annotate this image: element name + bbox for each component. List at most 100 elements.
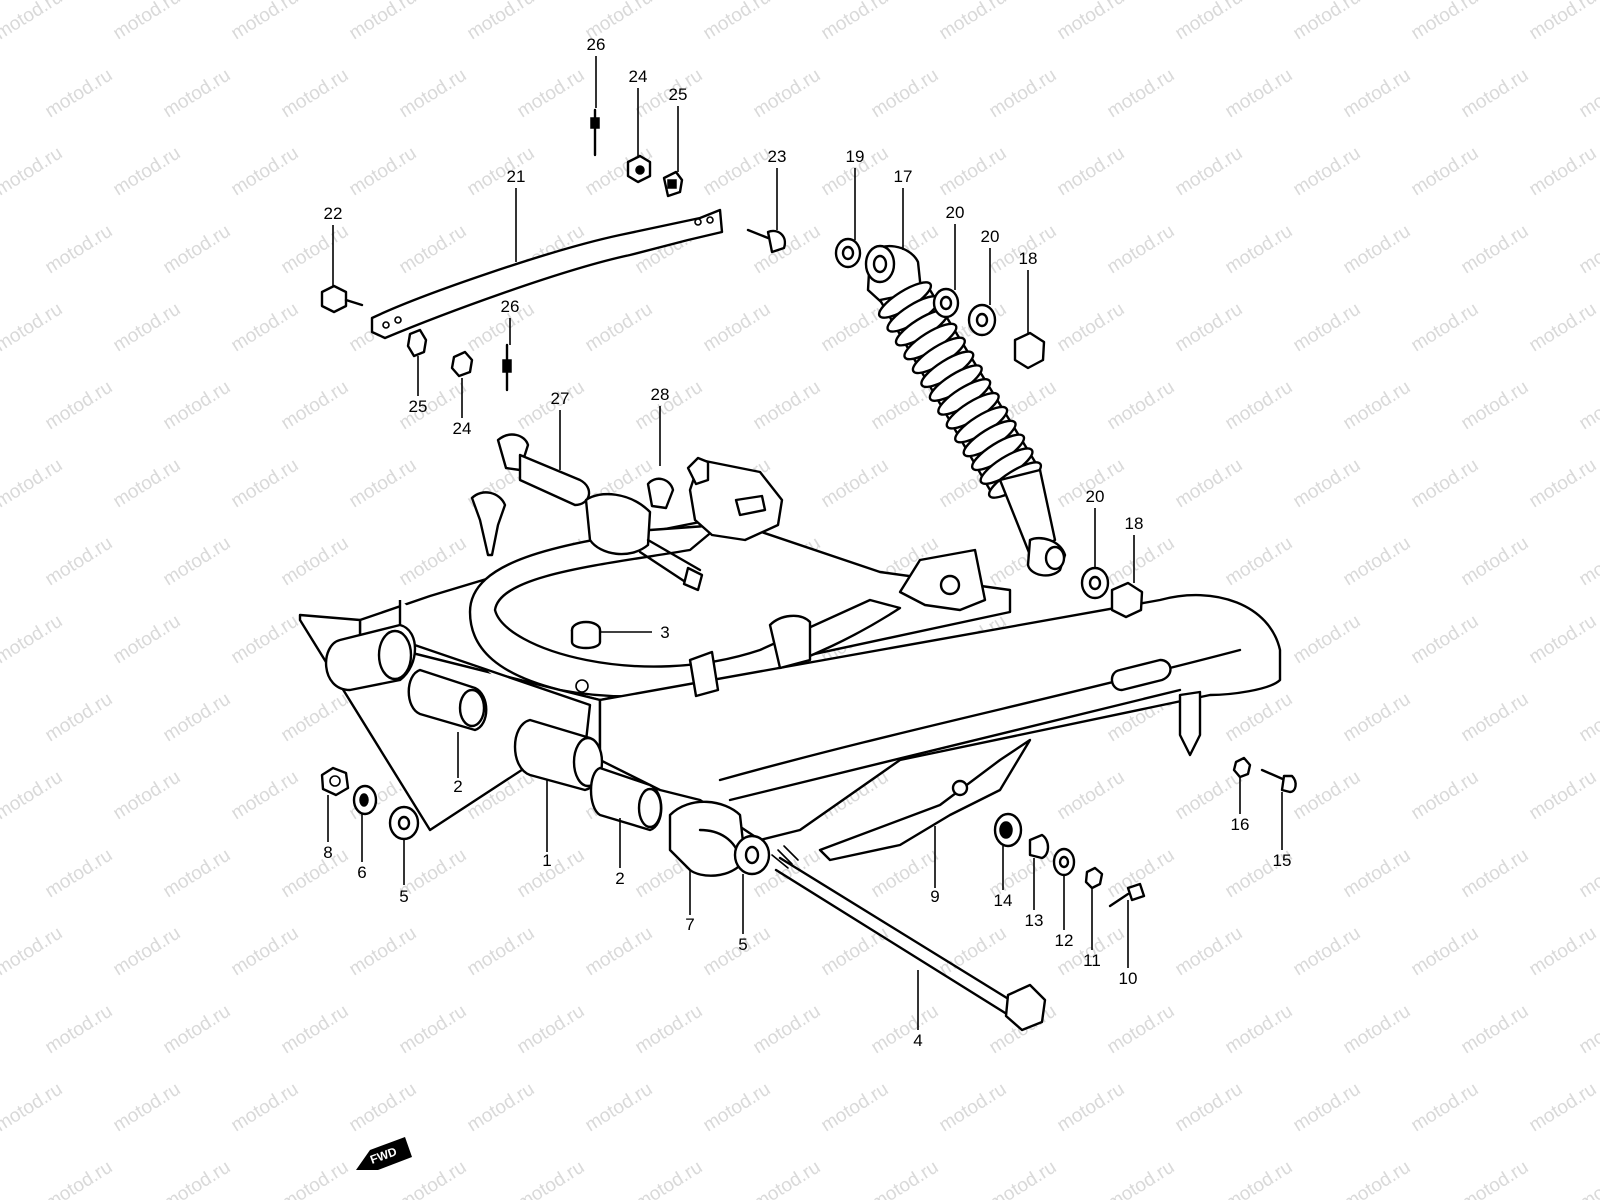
watermark-text: motod.ru: [42, 845, 117, 903]
watermark-text: motod.ru: [1222, 689, 1297, 747]
callout-26-top: 26: [587, 35, 606, 54]
watermark-text: motod.ru: [1408, 0, 1483, 44]
watermark-text: motod.ru: [1172, 1079, 1247, 1137]
watermark-text: motod.ru: [1408, 143, 1483, 201]
watermark-text: motod.ru: [1408, 1079, 1483, 1137]
watermark-text: motod.ru: [278, 1001, 353, 1059]
watermark-text: motod.ru: [986, 1157, 1061, 1200]
watermark-text: motod.ru: [42, 65, 117, 123]
watermark-text: motod.ru: [1290, 0, 1365, 44]
watermark-text: motod.ru: [1172, 299, 1247, 357]
watermark-text: motod.ru: [632, 1157, 707, 1200]
watermark-text: motod.ru: [818, 455, 893, 513]
watermark-text: motod.ru: [160, 689, 235, 747]
watermark-text: motod.ru: [818, 1079, 893, 1137]
exploded-drawing: FWD: [298, 108, 1297, 1170]
watermark-text: motod.ru: [1172, 0, 1247, 44]
callout-1: 1: [542, 851, 551, 870]
watermark-text: motod.ru: [1458, 377, 1533, 435]
callout-25-top: 25: [669, 85, 688, 104]
watermark-text: motod.ru: [1526, 1079, 1600, 1137]
callout-11: 11: [1083, 951, 1101, 970]
watermark-text: motod.ru: [110, 299, 185, 357]
watermark-text: motod.ru: [1290, 1079, 1365, 1137]
callout-15: 15: [1273, 851, 1292, 870]
callout-24-lower: 24: [453, 419, 472, 438]
callout-16: 16: [1231, 815, 1250, 834]
bracket-hardware: [1232, 756, 1297, 794]
watermark-text: motod.ru: [700, 923, 775, 981]
watermark-text: motod.ru: [0, 1079, 66, 1137]
watermark-text: motod.ru: [700, 299, 775, 357]
watermark-text: motod.ru: [1172, 143, 1247, 201]
watermark-text: motod.ru: [1222, 1157, 1297, 1200]
callout-19: 19: [846, 147, 865, 166]
watermark-text: motod.ru: [1576, 221, 1600, 279]
watermark-text: motod.ru: [1576, 377, 1600, 435]
watermark-text: motod.ru: [1290, 923, 1365, 981]
watermark-text: motod.ru: [1458, 1001, 1533, 1059]
watermark-text: motod.ru: [346, 143, 421, 201]
watermark-text: motod.ru: [818, 0, 893, 44]
top-fasteners: [406, 108, 684, 392]
watermark-text: motod.ru: [228, 611, 303, 669]
watermark-text: motod.ru: [1340, 1001, 1415, 1059]
watermark-text: motod.ru: [1526, 143, 1600, 201]
callout-2-left: 2: [453, 777, 462, 796]
callout-24-top: 24: [629, 67, 648, 86]
callout-10: 10: [1119, 969, 1138, 988]
watermark-text: motod.ru: [1340, 533, 1415, 591]
watermark-text: motod.ru: [818, 923, 893, 981]
watermark-text: motod.ru: [396, 221, 471, 279]
shock-hardware: [834, 237, 1144, 619]
watermark-text: motod.ru: [42, 221, 117, 279]
watermark-text: motod.ru: [1222, 1001, 1297, 1059]
watermark-text: motod.ru: [514, 65, 589, 123]
watermark-text: motod.ru: [110, 923, 185, 981]
watermark-text: motod.ru: [42, 689, 117, 747]
watermark-text: motod.ru: [346, 1079, 421, 1137]
rear-shock-absorber: [864, 244, 1067, 577]
callout-25-lower: 25: [409, 397, 428, 416]
callout-20-upper: 20: [946, 203, 965, 222]
watermark-text: motod.ru: [700, 1079, 775, 1137]
watermark-text: motod.ru: [936, 143, 1011, 201]
bolt-22: [320, 284, 364, 314]
watermark-text: motod.ru: [464, 143, 539, 201]
watermark-text: motod.ru: [278, 377, 353, 435]
watermark-text: motod.ru: [396, 1001, 471, 1059]
watermark-text: motod.ru: [1340, 689, 1415, 747]
watermark-text: motod.ru: [110, 611, 185, 669]
callout-2-right: 2: [615, 869, 624, 888]
watermark-text: motod.ru: [750, 65, 825, 123]
watermark-text: motod.ru: [1340, 1157, 1415, 1200]
watermark-text: motod.ru: [986, 65, 1061, 123]
grommet: [570, 620, 602, 650]
watermark-text: motod.ru: [1290, 455, 1365, 513]
watermark-text: motod.ru: [1458, 65, 1533, 123]
watermark-text: motod.ru: [160, 845, 235, 903]
watermark-text: motod.ru: [42, 1001, 117, 1059]
callout-6: 6: [357, 863, 366, 882]
watermark-text: motod.ru: [110, 1079, 185, 1137]
watermark-text: motod.ru: [1576, 845, 1600, 903]
callout-labels: 26 24 25 21 22 23 19 17 20 20 18 25 24 2…: [323, 35, 1291, 1050]
watermark-text: motod.ru: [464, 0, 539, 44]
watermark-text: motod.ru: [750, 221, 825, 279]
watermark-text: motod.ru: [278, 65, 353, 123]
callout-27: 27: [551, 389, 570, 408]
watermark-text: motod.ru: [0, 767, 66, 825]
callout-14: 14: [994, 891, 1013, 910]
watermark-text: motod.ru: [1054, 767, 1129, 825]
watermark-text: motod.ru: [464, 1079, 539, 1137]
watermark-text: motod.ru: [1408, 923, 1483, 981]
bolt-23: [746, 228, 787, 254]
callout-12: 12: [1055, 931, 1074, 950]
watermark-text: motod.ru: [1222, 221, 1297, 279]
watermark-text: motod.ru: [1458, 221, 1533, 279]
callout-9: 9: [930, 887, 939, 906]
callout-18-top: 18: [1019, 249, 1038, 268]
watermark-text: motod.ru: [110, 455, 185, 513]
callout-26-lower: 26: [501, 297, 520, 316]
callout-20-lower: 20: [1086, 487, 1105, 506]
